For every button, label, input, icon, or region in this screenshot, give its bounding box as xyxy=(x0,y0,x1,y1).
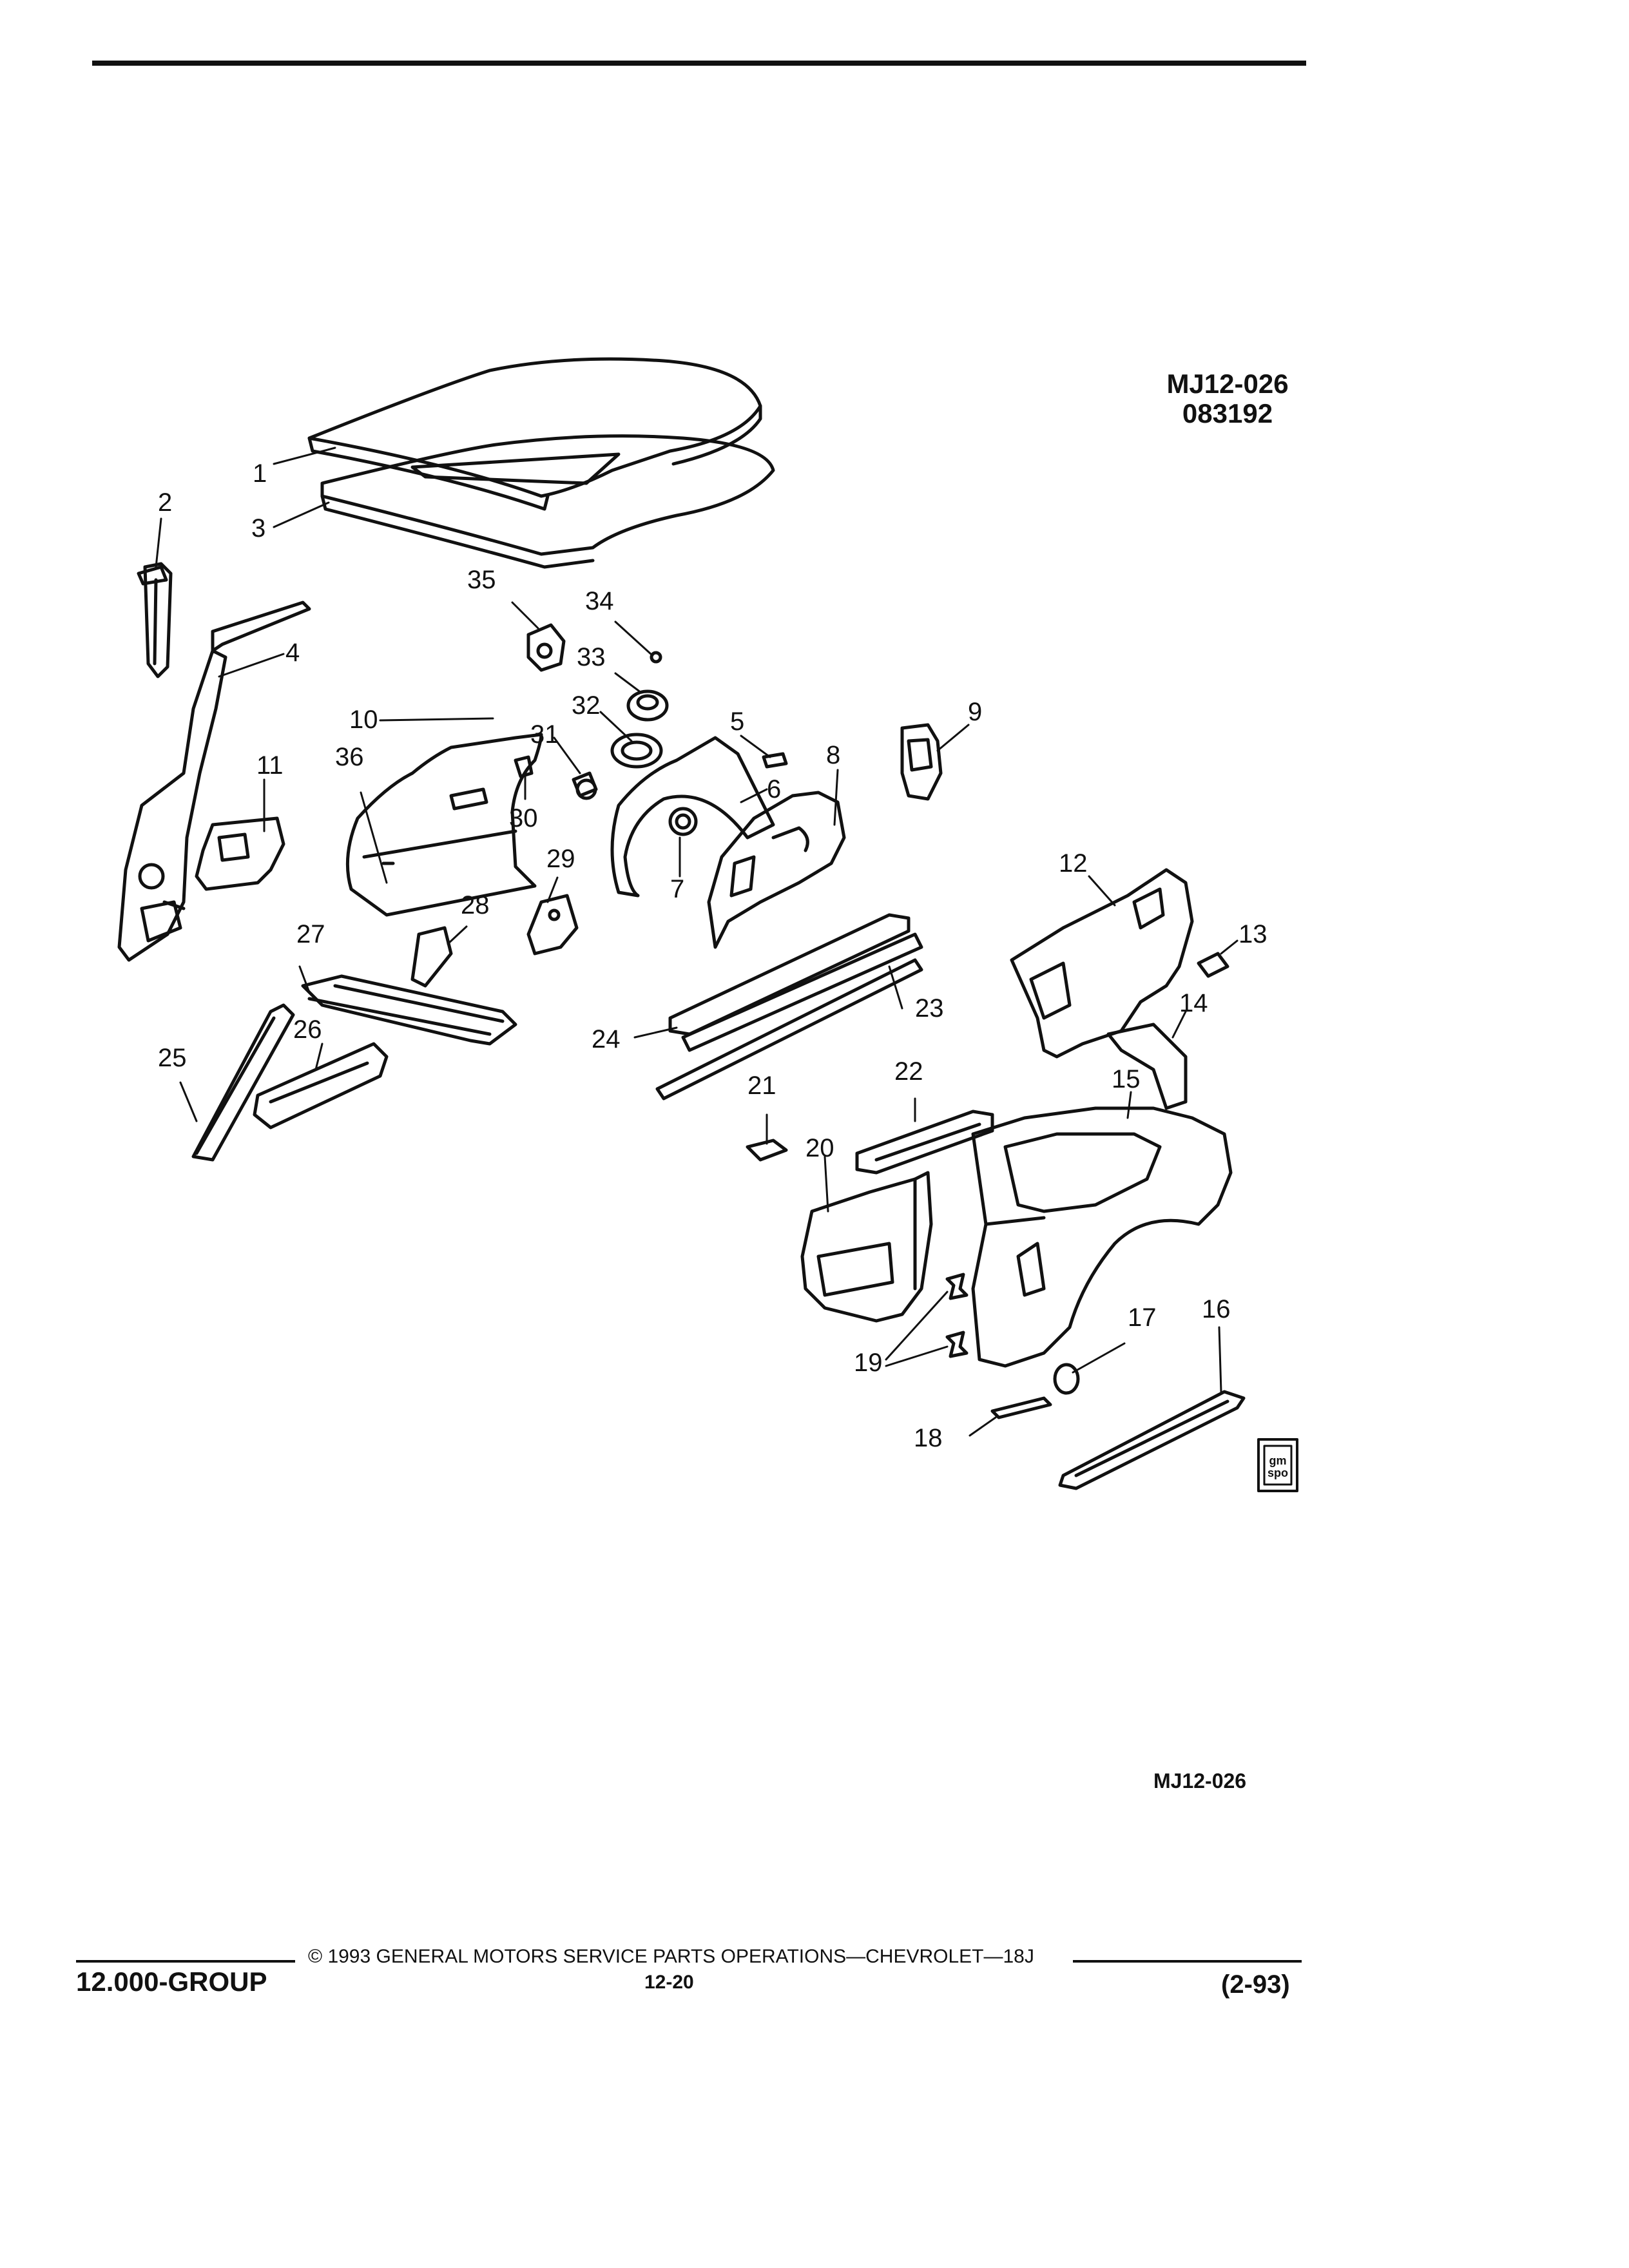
drawing-code: MJ12-026 083192 xyxy=(1163,370,1292,427)
callout-16: 16 xyxy=(1202,1295,1231,1323)
lock-pillar xyxy=(800,1171,933,1323)
gm-spo-logo xyxy=(1257,1438,1298,1492)
footer-group: 12.000-GROUP xyxy=(76,1966,267,1997)
sill-bracket xyxy=(855,1110,994,1175)
callout-33: 33 xyxy=(577,643,606,671)
rear-bracket xyxy=(1106,1023,1188,1110)
front-pillar-lower xyxy=(191,1003,295,1162)
footer-rule-right xyxy=(1073,1960,1302,1963)
rocker-panel xyxy=(655,913,923,1100)
callout-21: 21 xyxy=(747,1072,776,1100)
callout-35: 35 xyxy=(467,566,496,594)
callout-31: 31 xyxy=(530,720,559,749)
callout-11: 11 xyxy=(256,751,284,780)
callout-32: 32 xyxy=(572,691,601,720)
callout-30: 30 xyxy=(509,804,538,832)
callout-3: 3 xyxy=(251,514,266,543)
callout-7: 7 xyxy=(670,875,685,903)
cowl-panel xyxy=(301,974,517,1046)
callout-12: 12 xyxy=(1059,849,1088,878)
callout-6: 6 xyxy=(767,775,782,803)
callout-26: 26 xyxy=(293,1015,322,1044)
footer-page-number: 12-20 xyxy=(644,1972,694,1993)
footer-date: (2-93) xyxy=(1221,1970,1290,1999)
sill-plate xyxy=(1058,1390,1246,1490)
callout-23: 23 xyxy=(915,994,944,1023)
quarter-inner-upper xyxy=(1010,868,1194,1059)
rocker-molding xyxy=(990,1396,1052,1419)
sill-clip xyxy=(746,1139,788,1162)
callout-4: 4 xyxy=(285,639,300,667)
callout-8: 8 xyxy=(826,741,841,769)
callout-24: 24 xyxy=(592,1025,621,1053)
drawing-code-line2: 083192 xyxy=(1182,398,1273,428)
footer-rule-left xyxy=(76,1960,295,1963)
callout-15: 15 xyxy=(1112,1065,1141,1093)
callout-10: 10 xyxy=(349,706,378,734)
latch-bracket xyxy=(900,723,943,801)
footer-copyright: © 1993 GENERAL MOTORS SERVICE PARTS OPER… xyxy=(308,1946,1034,1967)
callout-5: 5 xyxy=(730,707,745,736)
leader-lines xyxy=(155,447,1239,1437)
door-frame xyxy=(345,733,543,917)
anchor-clip xyxy=(1197,952,1229,978)
gm-spo-logo-text: gm spo xyxy=(1267,1454,1288,1479)
roof-reinforcement xyxy=(320,434,775,569)
callout-18: 18 xyxy=(914,1424,943,1452)
windshield-pillar-upper xyxy=(137,562,173,678)
hinge-pillar xyxy=(117,601,311,962)
hinge-bracket xyxy=(195,816,285,891)
quarter-outer-panel xyxy=(971,1106,1233,1368)
callout-13: 13 xyxy=(1239,920,1268,948)
small-fasteners xyxy=(514,623,669,800)
callout-29: 29 xyxy=(546,845,575,873)
callout-9: 9 xyxy=(968,698,983,726)
cowl-side-bracket xyxy=(253,1042,389,1129)
callout-25: 25 xyxy=(158,1044,187,1072)
callout-20: 20 xyxy=(805,1134,834,1162)
callout-27: 27 xyxy=(296,920,325,948)
callout-2: 2 xyxy=(158,488,173,517)
top-rule xyxy=(92,61,1306,66)
callout-28: 28 xyxy=(461,891,490,919)
quarter-inner-panel xyxy=(707,791,846,949)
callout-17: 17 xyxy=(1128,1303,1157,1332)
roof-panel xyxy=(307,357,762,511)
drawing-code-line1: MJ12-026 xyxy=(1166,369,1289,399)
callout-19: 19 xyxy=(854,1349,883,1377)
callout-36: 36 xyxy=(335,743,364,771)
wheelhouse-inner xyxy=(610,736,788,898)
drawing-code-bottom: MJ12-026 xyxy=(1153,1769,1247,1792)
callout-34: 34 xyxy=(585,587,614,615)
fuel-door-cap xyxy=(1053,1363,1080,1395)
center-brackets xyxy=(410,894,579,988)
callout-14: 14 xyxy=(1179,989,1208,1017)
retainer-clips xyxy=(945,1273,969,1358)
callout-22: 22 xyxy=(894,1057,923,1086)
callout-1: 1 xyxy=(253,459,267,488)
